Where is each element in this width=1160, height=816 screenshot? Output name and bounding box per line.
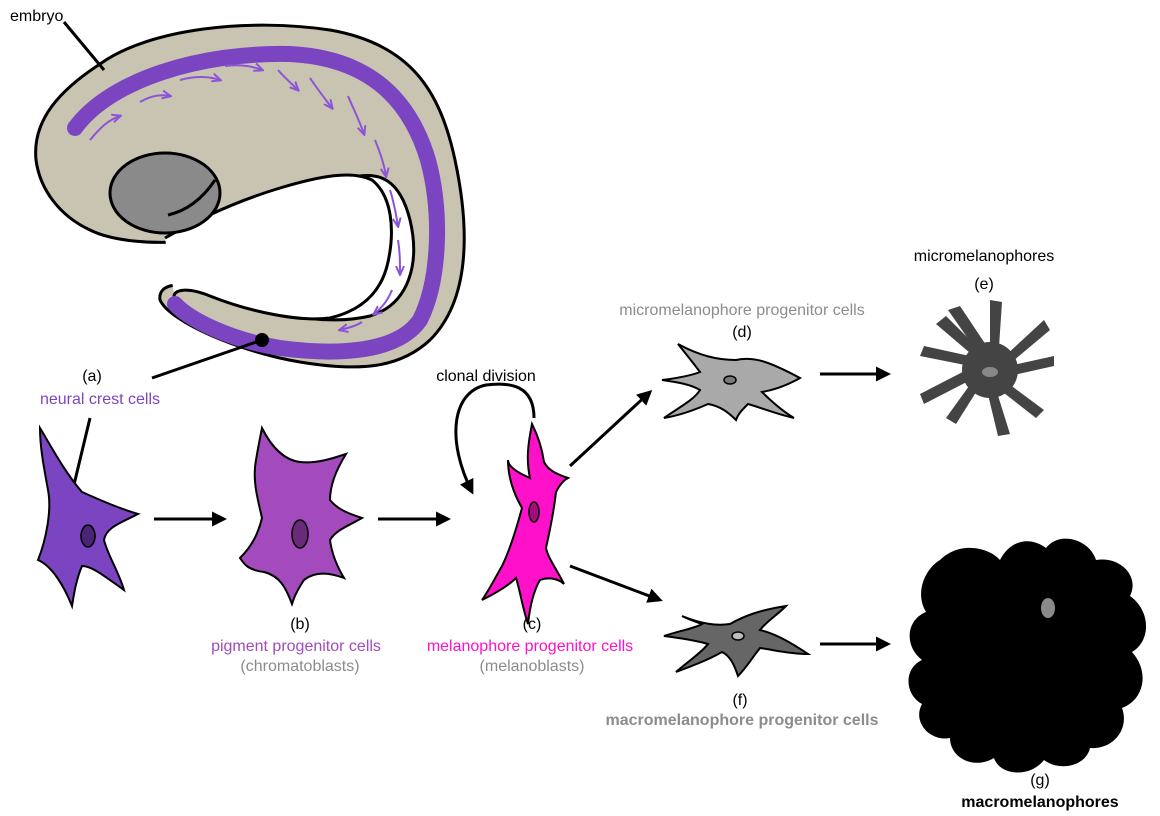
embryo-illustration (36, 22, 465, 367)
label-g-name: macromelanophores (961, 794, 1118, 812)
arrow-c-to-d (570, 392, 650, 466)
micromelanophore-progenitor-cell (662, 344, 800, 420)
pigment-progenitor-cell (240, 428, 362, 604)
label-b-sub: (chromatoblasts) (240, 658, 359, 676)
label-f-name: macromelanophore progenitor cells (606, 712, 879, 730)
neural-crest-pointer-top (152, 340, 262, 378)
embryo-label: embryo (10, 8, 63, 26)
macromelanophore (909, 539, 1147, 773)
micromelanophore (920, 300, 1054, 436)
neural-crest-cell (38, 428, 138, 606)
label-d-name: micromelanophore progenitor cells (619, 302, 864, 320)
label-a-name: neural crest cells (40, 391, 160, 409)
label-c-name: melanophore progenitor cells (427, 638, 633, 656)
label-g-letter: (g) (1030, 772, 1050, 790)
label-a-letter: (a) (82, 368, 102, 386)
label-f-letter: (f) (732, 692, 747, 710)
neural-crest-dot-top (255, 333, 269, 347)
melanophore-progenitor-cell (482, 424, 568, 624)
arrow-c-to-f (570, 566, 660, 600)
embryo-body (36, 25, 465, 367)
label-clonal-division: clonal division (436, 368, 536, 386)
label-e-letter: (e) (974, 276, 994, 294)
embryo-label-pointer (64, 22, 104, 70)
label-e-name: micromelanophores (914, 248, 1055, 266)
label-b-name: pigment progenitor cells (211, 638, 381, 656)
label-b-letter: (b) (290, 616, 310, 634)
label-c-letter: (c) (523, 616, 542, 634)
label-d-letter: (d) (732, 324, 752, 342)
label-c-sub: (melanoblasts) (480, 658, 585, 676)
macromelanophore-progenitor-cell (664, 606, 808, 676)
